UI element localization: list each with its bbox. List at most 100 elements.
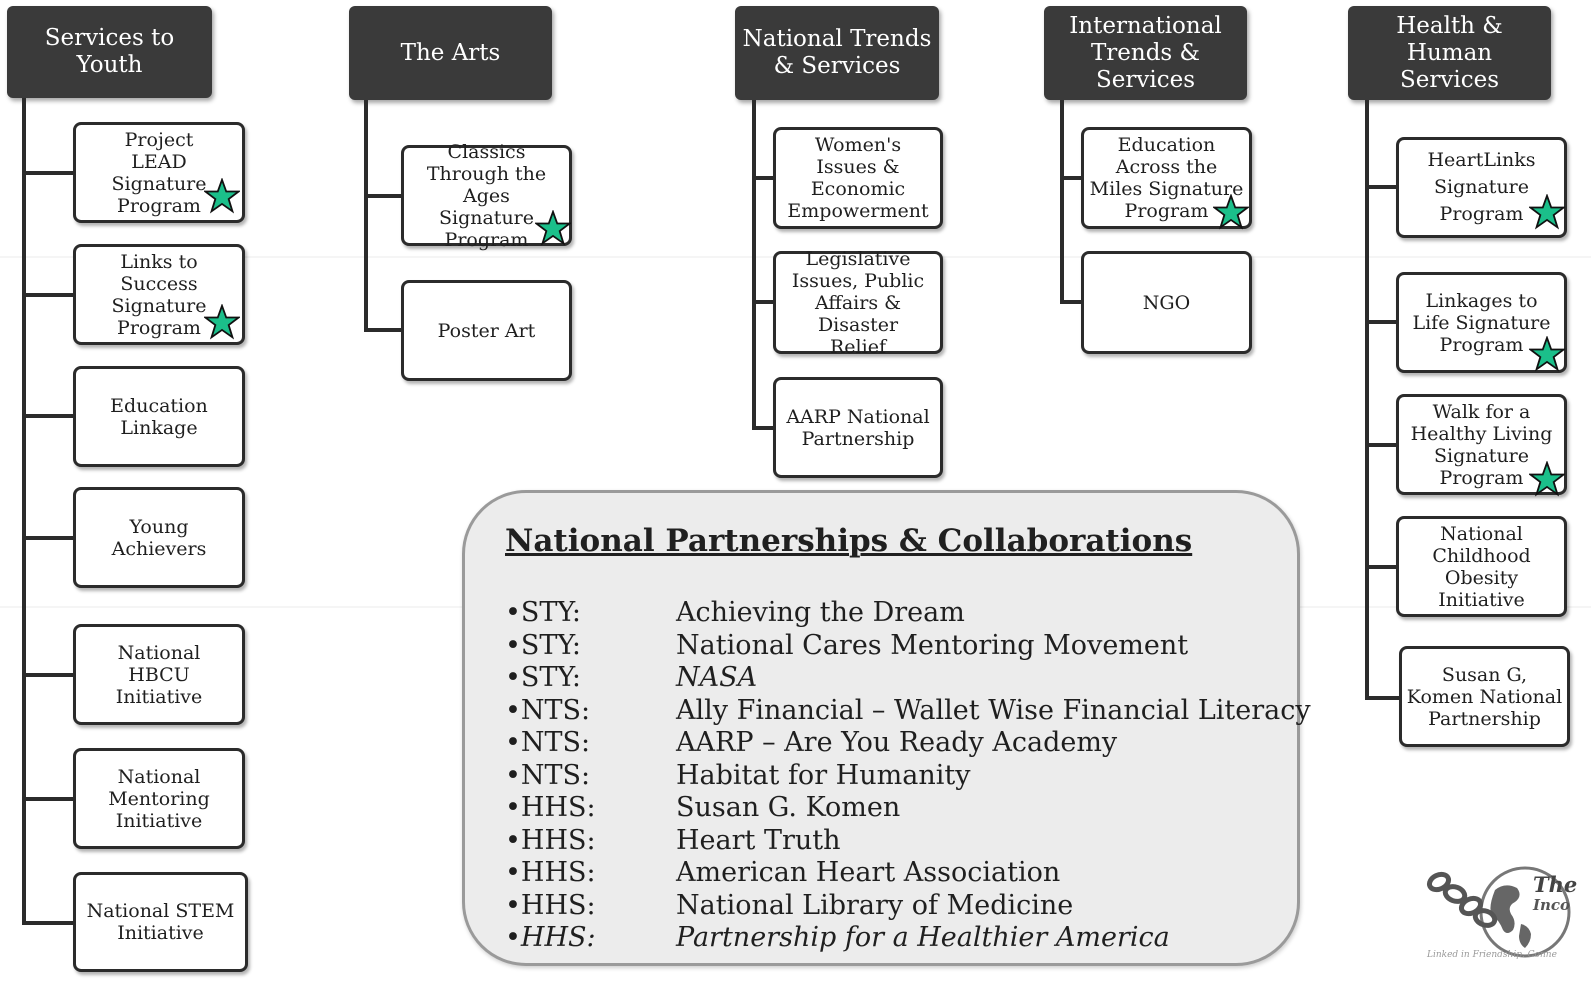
logo-text-line1: The: [1533, 872, 1578, 897]
partnership-row: •NTS: Ally Financial – Wallet Wise Financ…: [505, 695, 1311, 728]
connector-line: [1060, 176, 1084, 180]
partnership-row: •HHS: National Library of Medicine: [505, 890, 1311, 923]
connector-line: [1060, 100, 1064, 304]
header-international-trends-services: International Trends & Services: [1044, 6, 1247, 100]
connector-line: [1365, 443, 1400, 447]
partnerships-title: National Partnerships & Collaborations: [505, 523, 1193, 559]
signature-star-icon: [1529, 194, 1565, 230]
program-label: Linkages to Life Signature Program: [1412, 289, 1551, 356]
connector-line: [1365, 100, 1369, 700]
program-label: National STEM Initiative: [86, 900, 235, 944]
partnership-row: •NTS:AARP – Are You Ready Academy: [505, 727, 1311, 760]
program-box-aarp-partnership: AARP National Partnership: [773, 377, 943, 478]
signature-star-icon: [535, 210, 571, 246]
organization-logo: The Inco Linked in Friendship. Conne: [1425, 850, 1591, 984]
connector-line: [22, 414, 75, 418]
partnerships-panel: National Partnerships & Collaborations •…: [462, 490, 1311, 966]
connector-line: [364, 100, 368, 332]
program-label: Women's Issues & Economic Empowerment: [787, 134, 929, 222]
connector-line: [364, 194, 404, 198]
program-label: Project LEAD Signature Program: [111, 128, 207, 217]
partnership-code: •STY:: [505, 597, 582, 628]
program-label: Education Across the Miles Signature Pro…: [1089, 134, 1244, 222]
program-box-legislative-issues: Legislative Issues, Public Affairs & Dis…: [773, 248, 943, 358]
partnership-code: •STY:: [505, 662, 582, 693]
partnership-row: •HHS:American Heart Association: [505, 857, 1311, 890]
partnership-row: •HHS: Susan G. Komen: [505, 792, 1311, 825]
partnership-row: •HHS: Heart Truth: [505, 825, 1311, 858]
connector-line: [1365, 565, 1400, 569]
partnership-name: Partnership for a Healthier America: [676, 922, 1170, 953]
connector-line: [364, 328, 404, 332]
program-label: National Childhood Obesity Initiative: [1432, 522, 1531, 611]
connector-line: [1060, 300, 1084, 304]
signature-star-icon: [1529, 336, 1565, 372]
program-box-childhood-obesity: National Childhood Obesity Initiative: [1396, 516, 1567, 617]
program-box-national-stem: National STEM Initiative: [73, 872, 248, 972]
connector-line: [1365, 185, 1400, 189]
program-box-classics-through-the-ages: Classics Through the Ages Signature Prog…: [401, 141, 572, 251]
partnership-code: •NTS:: [505, 759, 591, 791]
partnership-row: •STY: NASA: [505, 662, 1311, 695]
program-label: Young Achievers: [111, 515, 207, 560]
signature-star-icon: [204, 304, 240, 340]
program-label: Links to Success Signature Program: [111, 250, 207, 339]
partnership-name: Ally Financial – Wallet Wise Financial L…: [676, 694, 1311, 726]
connector-line: [22, 98, 26, 925]
connector-line: [22, 293, 75, 297]
partnership-name: National Cares Mentoring Movement: [676, 629, 1189, 661]
program-label: Walk for a Healthy Living Signature Prog…: [1410, 400, 1553, 489]
connector-line: [752, 176, 776, 180]
partnership-code: •HHS:: [505, 824, 596, 856]
connector-line: [752, 100, 756, 430]
partnership-row: •HHS: Partnership for a Healthier America: [505, 922, 1311, 955]
partnership-name: Heart Truth: [676, 824, 841, 856]
program-box-susan-g-komen: Susan G, Komen National Partnership: [1399, 646, 1570, 747]
program-label: Susan G, Komen National Partnership: [1406, 663, 1563, 730]
program-box-education-linkage: Education Linkage: [73, 366, 245, 467]
partnerships-list: •STY:Achieving the Dream •STY:National C…: [505, 597, 1311, 955]
partnership-code: •HHS:: [505, 922, 596, 953]
chain-globe-icon: [1426, 866, 1571, 958]
program-box-ngo: NGO: [1081, 251, 1252, 354]
header-the-arts: The Arts: [349, 6, 552, 100]
program-label: National HBCU Initiative: [115, 641, 203, 708]
program-label: Education Linkage: [110, 394, 208, 439]
signature-star-icon: [1529, 461, 1565, 497]
connector-line: [22, 536, 75, 540]
connector-line: [22, 921, 75, 925]
program-box-national-hbcu: National HBCU Initiative: [73, 624, 245, 725]
partnership-code: •HHS:: [505, 889, 596, 921]
program-box-womens-issues: Women's Issues & Economic Empowerment: [773, 127, 943, 229]
program-box-young-achievers: Young Achievers: [73, 487, 245, 588]
partnership-name: NASA: [676, 662, 758, 693]
partnership-name: Susan G. Komen: [676, 792, 901, 823]
partnership-name: AARP – Are You Ready Academy: [676, 727, 1118, 758]
logo-tagline: Linked in Friendship. Conne: [1427, 950, 1557, 960]
connector-line: [752, 426, 776, 430]
partnership-row: •NTS: Habitat for Humanity: [505, 760, 1311, 793]
program-box-national-mentoring: National Mentoring Initiative: [73, 748, 245, 849]
partnership-code: •NTS:: [505, 694, 591, 726]
connector-line: [22, 797, 75, 801]
connector-line: [22, 673, 75, 677]
connector-line: [22, 171, 75, 175]
program-label: HeartLinks Signature Program: [1427, 149, 1536, 225]
header-services-to-youth: Services to Youth: [7, 6, 212, 98]
program-label: AARP National Partnership: [786, 405, 930, 450]
partnership-name: Achieving the Dream: [676, 597, 965, 628]
header-national-trends-services: National Trends & Services: [735, 6, 939, 100]
partnership-name: American Heart Association: [676, 857, 1061, 888]
header-health-human-services: Health & Human Services: [1348, 6, 1551, 100]
program-box-poster-art: Poster Art: [401, 280, 572, 381]
partnership-code: •HHS:: [505, 792, 596, 823]
connector-line: [1365, 696, 1400, 700]
partnership-name: Habitat for Humanity: [676, 759, 971, 791]
program-label: Poster Art: [437, 319, 536, 342]
partnership-row: •STY:National Cares Mentoring Movement: [505, 630, 1311, 663]
connector-line: [1365, 320, 1400, 324]
signature-star-icon: [204, 178, 240, 214]
partnership-name: National Library of Medicine: [676, 889, 1074, 921]
program-label: Classics Through the Ages Signature Prog…: [426, 140, 547, 251]
connector-line: [752, 300, 776, 304]
